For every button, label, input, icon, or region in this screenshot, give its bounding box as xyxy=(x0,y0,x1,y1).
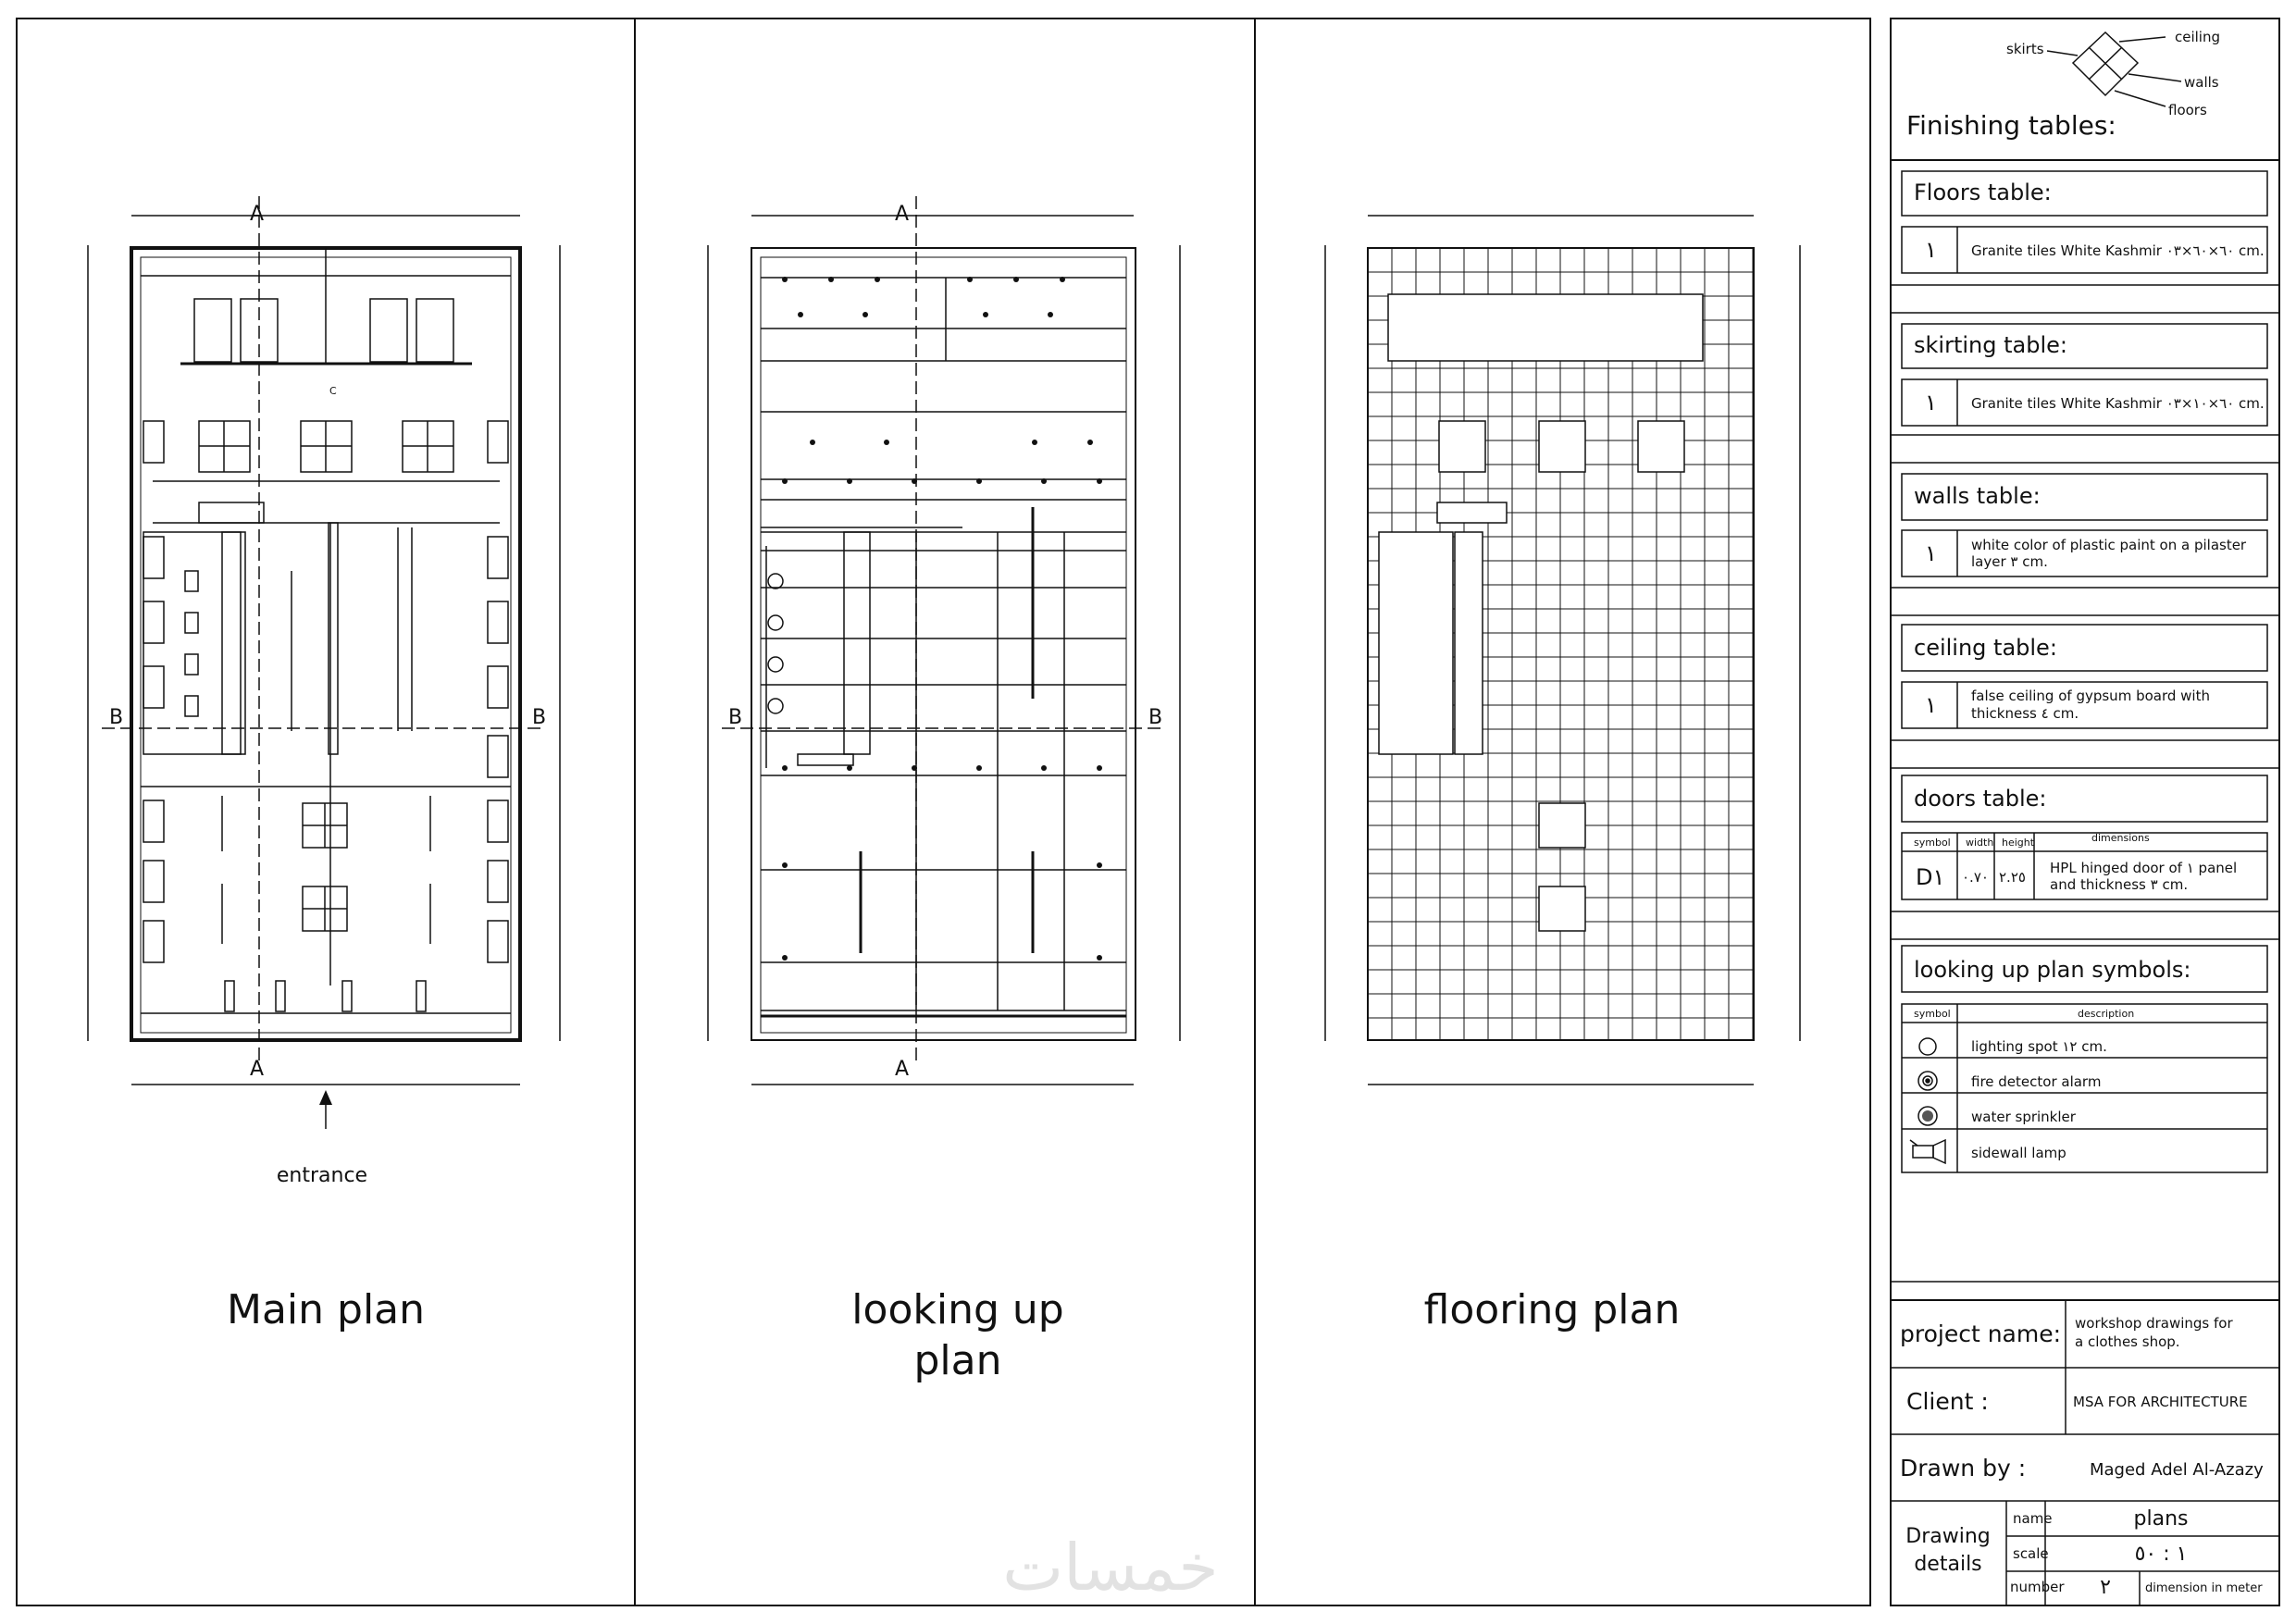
ceiling-table-num: ١ xyxy=(1925,692,1937,718)
doors-width: ٠.٧٠ xyxy=(1962,869,1989,886)
flooring-plan-title: flooring plan xyxy=(1424,1286,1681,1333)
lighting-spot-icon xyxy=(1918,1037,1937,1056)
drawn-by-label: Drawn by : xyxy=(1900,1455,2026,1481)
doors-col-dimensions: dimensions xyxy=(2091,832,2150,844)
looking-up-plan-title-line1: looking up xyxy=(851,1286,1063,1333)
skirting-table xyxy=(1891,312,2279,436)
skirting-table-header: skirting table: xyxy=(1914,332,2067,358)
doors-table xyxy=(1891,767,2279,912)
symbol-desc: sidewall lamp xyxy=(1971,1145,2066,1161)
ceiling-fixtures xyxy=(782,277,1102,961)
ceiling-table xyxy=(1891,614,2279,741)
main-plan-title: Main plan xyxy=(227,1286,425,1333)
looking-up-plan-drawing xyxy=(707,196,1181,1085)
symbols-table-header: looking up plan symbols: xyxy=(1914,957,2191,983)
entrance-label: entrance xyxy=(277,1164,367,1187)
project-name-label: project name: xyxy=(1900,1320,2061,1347)
project-name-value-1: workshop drawings for xyxy=(2075,1315,2233,1332)
water-sprinkler-icon xyxy=(1917,1106,1938,1126)
legend-ceiling: ceiling xyxy=(2175,29,2220,45)
ceiling-table-header: ceiling table: xyxy=(1914,635,2057,661)
skirting-table-num: ١ xyxy=(1925,390,1937,415)
symbol-desc: lighting spot ١٢ cm. xyxy=(1971,1038,2107,1055)
doors-text-2: and thickness ٣ cm. xyxy=(2050,876,2188,893)
ceiling-table-text-1: false ceiling of gypsum board with xyxy=(1971,688,2210,704)
sidewall-lamp-icon xyxy=(1909,1138,1946,1165)
section-mark: B xyxy=(532,706,546,729)
symbol-desc: water sprinkler xyxy=(1971,1109,2077,1125)
walls-table xyxy=(1891,462,2279,589)
section-mark: A xyxy=(250,1058,264,1081)
drawn-by-value: Maged Adel Al-Azazy xyxy=(2090,1460,2264,1480)
floors-table-header: Floors table: xyxy=(1914,180,2052,205)
skirting-table-text: Granite tiles White Kashmir ٦٠×١٠×٠٣ cm. xyxy=(1971,395,2265,412)
symbols-col-symbol: symbol xyxy=(1914,1008,1951,1020)
flooring-plan-drawing xyxy=(1324,215,1801,1085)
number-label: number xyxy=(2010,1579,2065,1595)
scale-value: ١ : ٥٠ xyxy=(2135,1543,2188,1566)
fire-detector-icon xyxy=(1917,1071,1938,1091)
sheet-frame xyxy=(16,18,1871,1606)
name-label: name xyxy=(2013,1510,2053,1527)
floors-table xyxy=(1891,170,2279,286)
drawing-details-label-2: details xyxy=(1914,1553,1981,1576)
project-name-value-2: a clothes shop. xyxy=(2075,1333,2180,1350)
client-label: Client : xyxy=(1906,1388,1989,1415)
finishing-tables-title: Finishing tables: xyxy=(1906,110,2116,141)
number-value: ٢ xyxy=(2100,1576,2111,1599)
drawing-details-label-1: Drawing xyxy=(1905,1525,1990,1548)
legend-skirts: skirts xyxy=(2006,41,2044,57)
doors-col-height: height xyxy=(2002,837,2035,849)
floors-table-text: Granite tiles White Kashmir ٦٠×٦٠×٠٣ cm. xyxy=(1971,242,2265,259)
scale-label: scale xyxy=(2013,1545,2049,1562)
symbols-table xyxy=(1891,938,2279,1283)
walls-table-header: walls table: xyxy=(1914,483,2041,509)
section-mark: C xyxy=(329,385,337,397)
legend-floors: floors xyxy=(2168,102,2207,118)
section-marks: A A B B C A A B B xyxy=(109,203,1162,1081)
symbols-col-description: description xyxy=(2078,1008,2134,1020)
section-mark: A xyxy=(895,203,909,226)
doors-symbol: D١ xyxy=(1916,864,1944,890)
doors-col-symbol: symbol xyxy=(1914,837,1951,849)
title-block xyxy=(1891,1299,2279,1605)
name-value: plans xyxy=(2134,1507,2189,1531)
watermark-logo: خمسات xyxy=(1002,1530,1218,1605)
section-mark: B xyxy=(728,706,742,729)
section-mark: B xyxy=(109,706,123,729)
finishing-legend-icon xyxy=(2046,31,2182,107)
walls-table-num: ١ xyxy=(1925,540,1937,566)
walls-table-text-1: white color of plastic paint on a pilast… xyxy=(1971,537,2247,553)
title-frame xyxy=(1890,18,2280,1606)
dimension-note: dimension in meter xyxy=(2145,1581,2263,1595)
ceiling-table-text-2: thickness ٤ cm. xyxy=(1971,705,2079,722)
main-plan-drawing xyxy=(87,196,561,1129)
doors-height: ٢.٢٥ xyxy=(1999,869,2026,886)
doors-text-1: HPL hinged door of ١ panel xyxy=(2050,860,2237,876)
section-mark: B xyxy=(1148,706,1162,729)
floors-table-num: ١ xyxy=(1925,237,1937,263)
legend-walls: walls xyxy=(2184,74,2219,91)
client-value: MSA FOR ARCHITECTURE xyxy=(2073,1394,2248,1410)
doors-table-header: doors table: xyxy=(1914,786,2046,812)
looking-up-plan-title-line2: plan xyxy=(913,1337,1001,1384)
walls-table-text-2: layer ٣ cm. xyxy=(1971,553,2048,570)
section-mark: A xyxy=(250,203,264,226)
section-mark: A xyxy=(895,1058,909,1081)
symbol-desc: fire detector alarm xyxy=(1971,1073,2101,1090)
doors-col-width: width xyxy=(1966,837,1993,849)
